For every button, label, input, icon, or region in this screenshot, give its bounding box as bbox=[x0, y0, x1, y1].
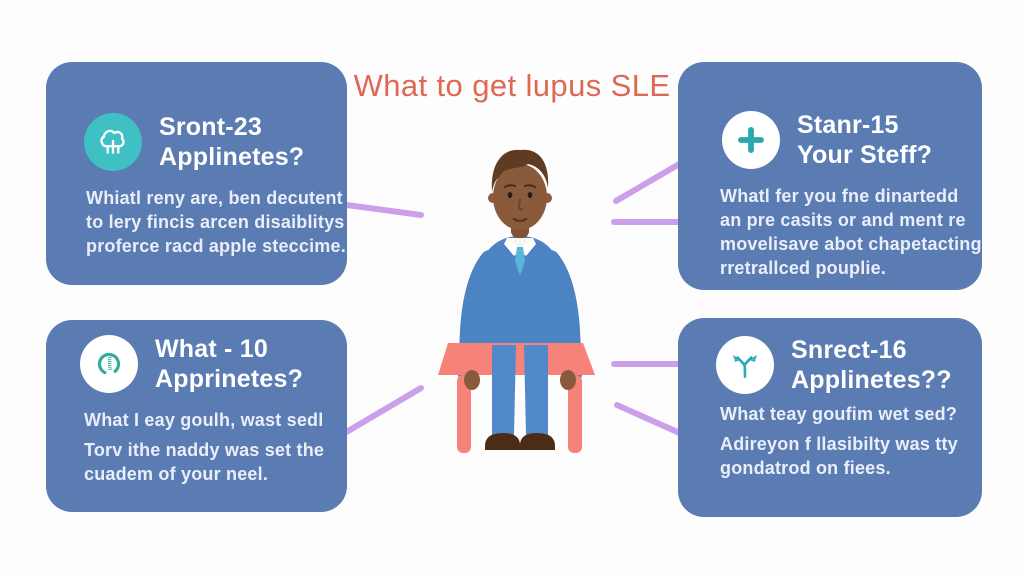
card-body-line: proferce racd apple steccime. bbox=[86, 236, 346, 256]
card-top-left: Sront-23 Applinetes? Whiatl reny are, be… bbox=[46, 62, 347, 285]
card-header: Snrect-16 Applinetes?? bbox=[716, 335, 952, 395]
card-heading-line: Stanr-15 bbox=[797, 111, 899, 139]
card-heading-line: Applinetes?? bbox=[791, 366, 952, 394]
card-heading-line: Snrect-16 bbox=[791, 336, 907, 364]
card-header: Stanr-15 Your Steff? bbox=[722, 110, 932, 170]
card-bottom-right: Snrect-16 Applinetes?? What teay goufim … bbox=[678, 318, 982, 517]
card-body-line: movelisave abot chapetacting bbox=[720, 234, 982, 254]
card-body: Whiatl reny are, ben decutent to lery fi… bbox=[86, 186, 346, 258]
card-body-line: to lery fincis arcen disaiblitys bbox=[86, 212, 345, 232]
card-body-line: rretrallced pouplie. bbox=[720, 258, 887, 278]
card-heading-line: Sront-23 bbox=[159, 113, 263, 141]
tree-icon bbox=[84, 113, 142, 171]
table-top bbox=[438, 343, 595, 375]
card-body-line: What teay goufim wet sed? bbox=[720, 404, 958, 424]
card-heading-line: Applinetes? bbox=[159, 143, 305, 171]
person-illustration bbox=[438, 149, 595, 453]
card-heading: Stanr-15 Your Steff? bbox=[797, 110, 932, 170]
card-body-line: Adireyon f llasibilty was tty bbox=[720, 434, 958, 454]
card-body-line: gondatrod on fiees. bbox=[720, 458, 891, 478]
card-body: What teay goufim wet sed? Adireyon f lla… bbox=[720, 402, 958, 480]
card-body-line: What I eay goulh, wast sedl bbox=[84, 410, 324, 430]
card-heading-line: Apprinetes? bbox=[155, 365, 304, 393]
plus-icon bbox=[722, 111, 780, 169]
table-leg bbox=[568, 375, 582, 453]
card-body: What I eay goulh, wast sedl Torv ithe na… bbox=[84, 408, 324, 486]
card-body-line: Torv ithe naddy was set the bbox=[84, 440, 325, 460]
card-header: umn What - 10 Apprinetes? bbox=[80, 334, 303, 394]
card-heading-line: Your Steff? bbox=[797, 141, 933, 169]
card-body: Whatl fer you fne dinartedd an pre casit… bbox=[720, 184, 982, 280]
table-leg bbox=[457, 375, 471, 453]
card-top-right: Stanr-15 Your Steff? Whatl fer you fne d… bbox=[678, 62, 982, 290]
card-body-line: an pre casits or and ment re bbox=[720, 210, 966, 230]
svg-text:umn: umn bbox=[107, 357, 114, 371]
gauge-icon: umn bbox=[80, 335, 138, 393]
branch-icon bbox=[716, 336, 774, 394]
card-heading-line: What - 10 bbox=[155, 335, 268, 363]
page-title: What to get lupus SLE bbox=[353, 68, 671, 103]
card-heading: Sront-23 Applinetes? bbox=[159, 112, 304, 172]
card-header: Sront-23 Applinetes? bbox=[84, 112, 304, 172]
card-body-line: Whatl fer you fne dinartedd bbox=[720, 186, 959, 206]
card-body-line: cuadem of your neel. bbox=[84, 464, 269, 484]
card-heading: Snrect-16 Applinetes?? bbox=[791, 335, 952, 395]
card-heading: What - 10 Apprinetes? bbox=[155, 334, 303, 394]
card-body-line: Whiatl reny are, ben decutent bbox=[86, 188, 343, 208]
card-bottom-left: umn What - 10 Apprinetes? What I eay gou… bbox=[46, 320, 347, 512]
